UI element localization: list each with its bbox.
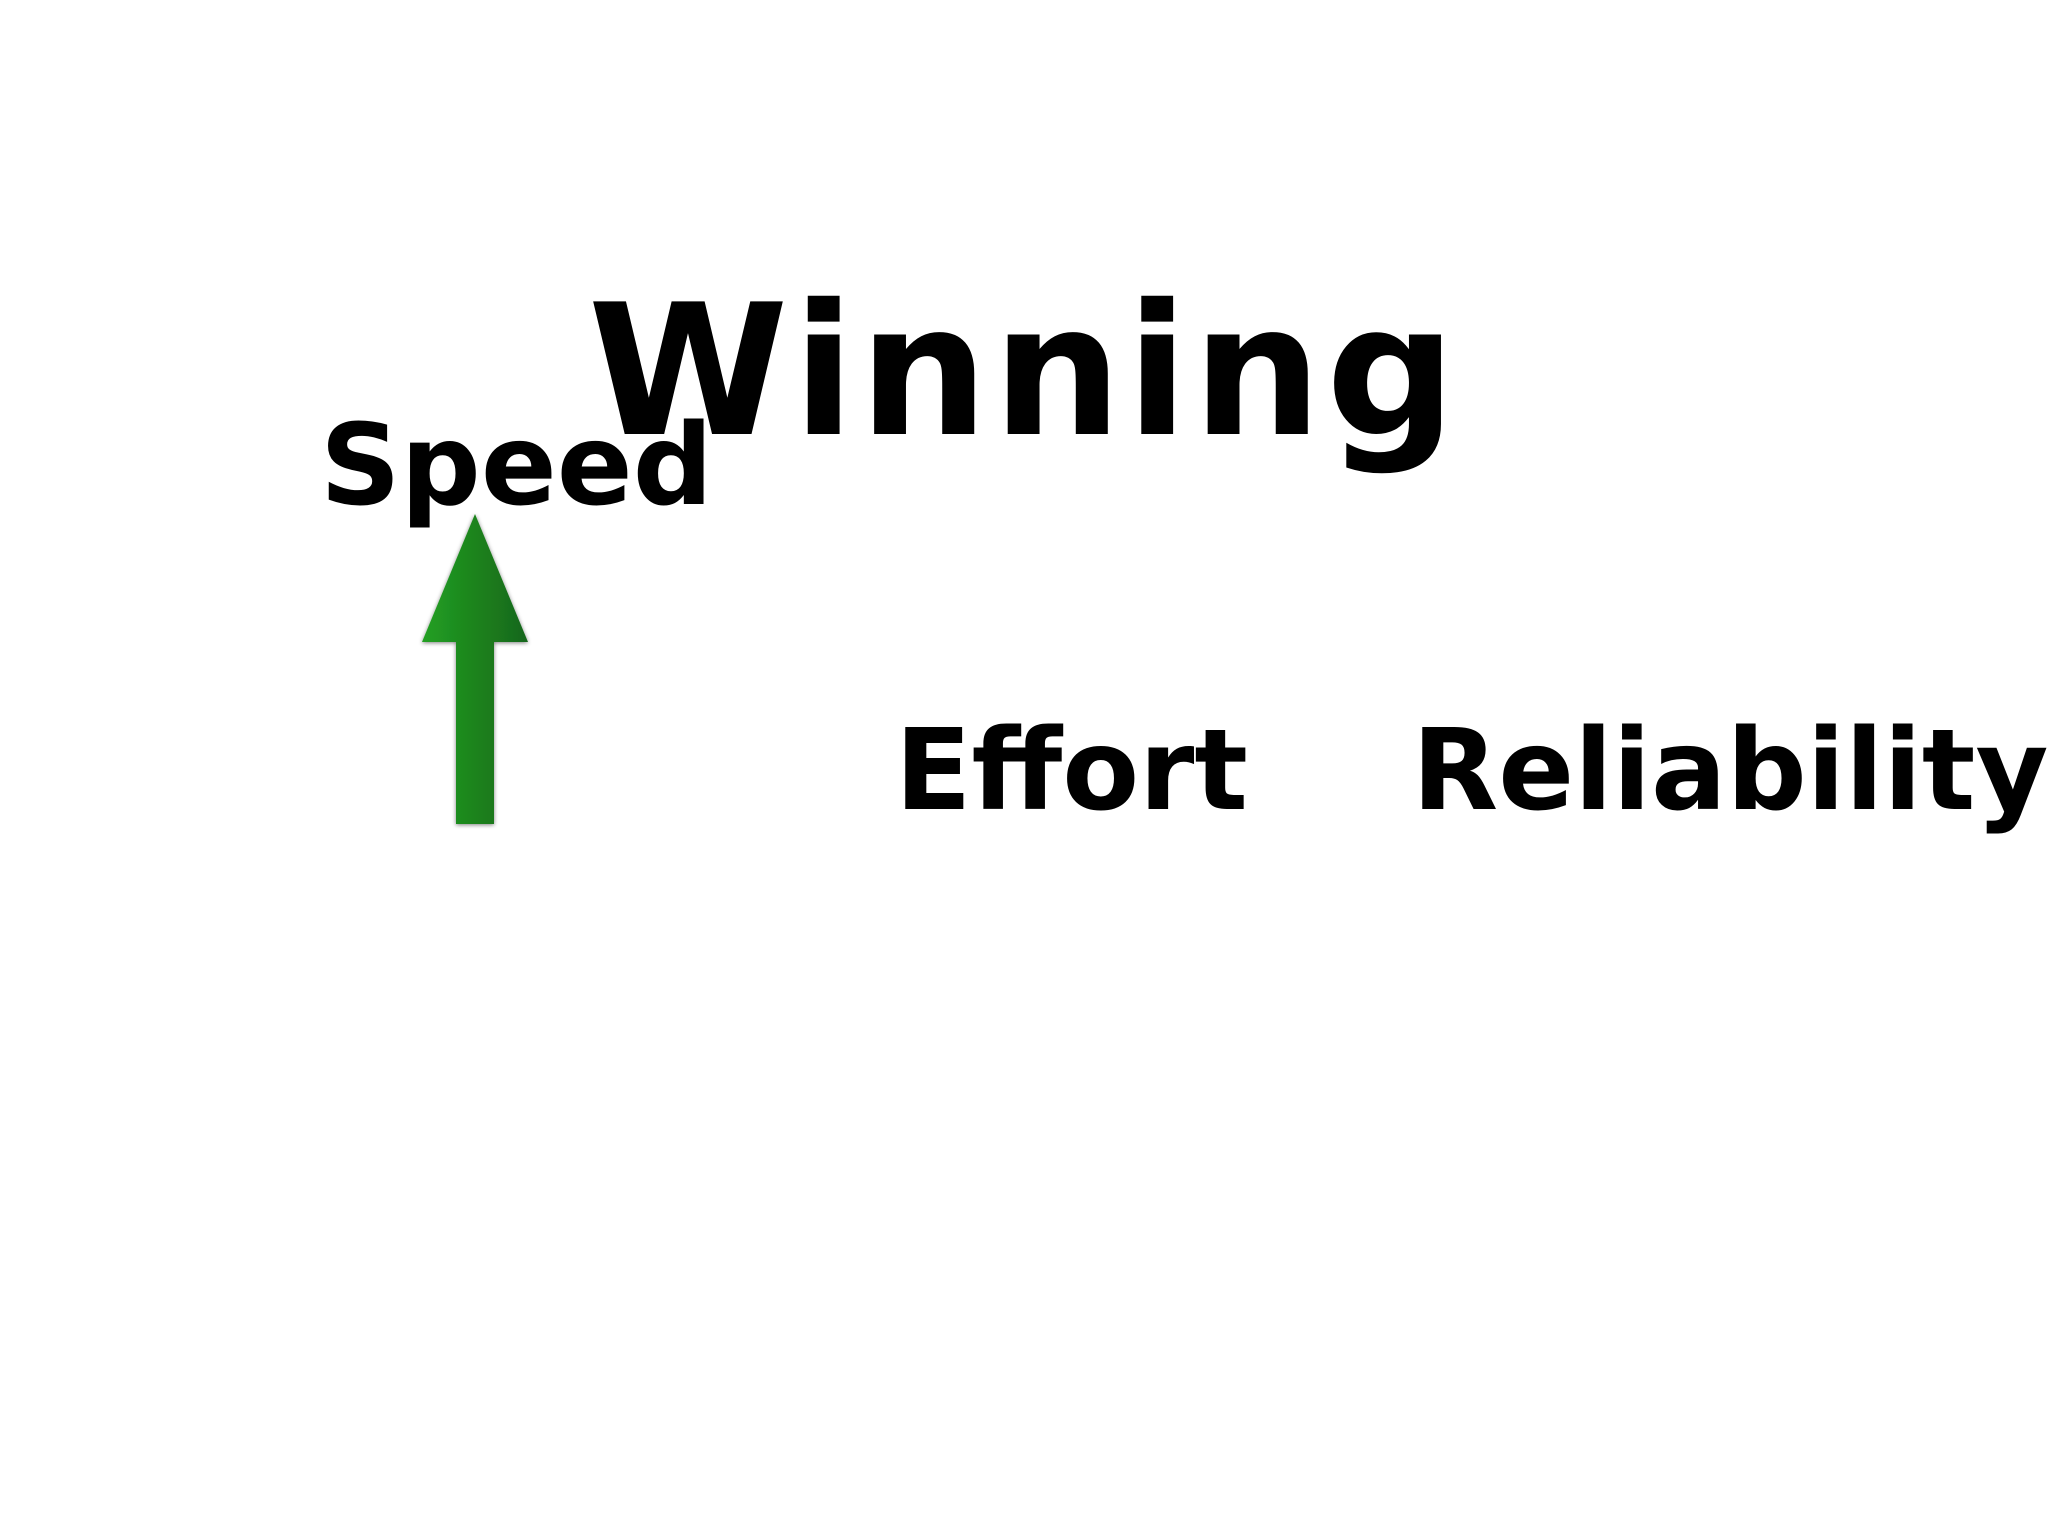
up-arrow-icon xyxy=(422,514,528,824)
speed-label: Speed xyxy=(320,401,713,531)
effort-label: Effort xyxy=(895,706,1248,836)
reliability-label: Reliability xyxy=(1412,706,2048,836)
slide-title: Winning xyxy=(587,265,1461,477)
